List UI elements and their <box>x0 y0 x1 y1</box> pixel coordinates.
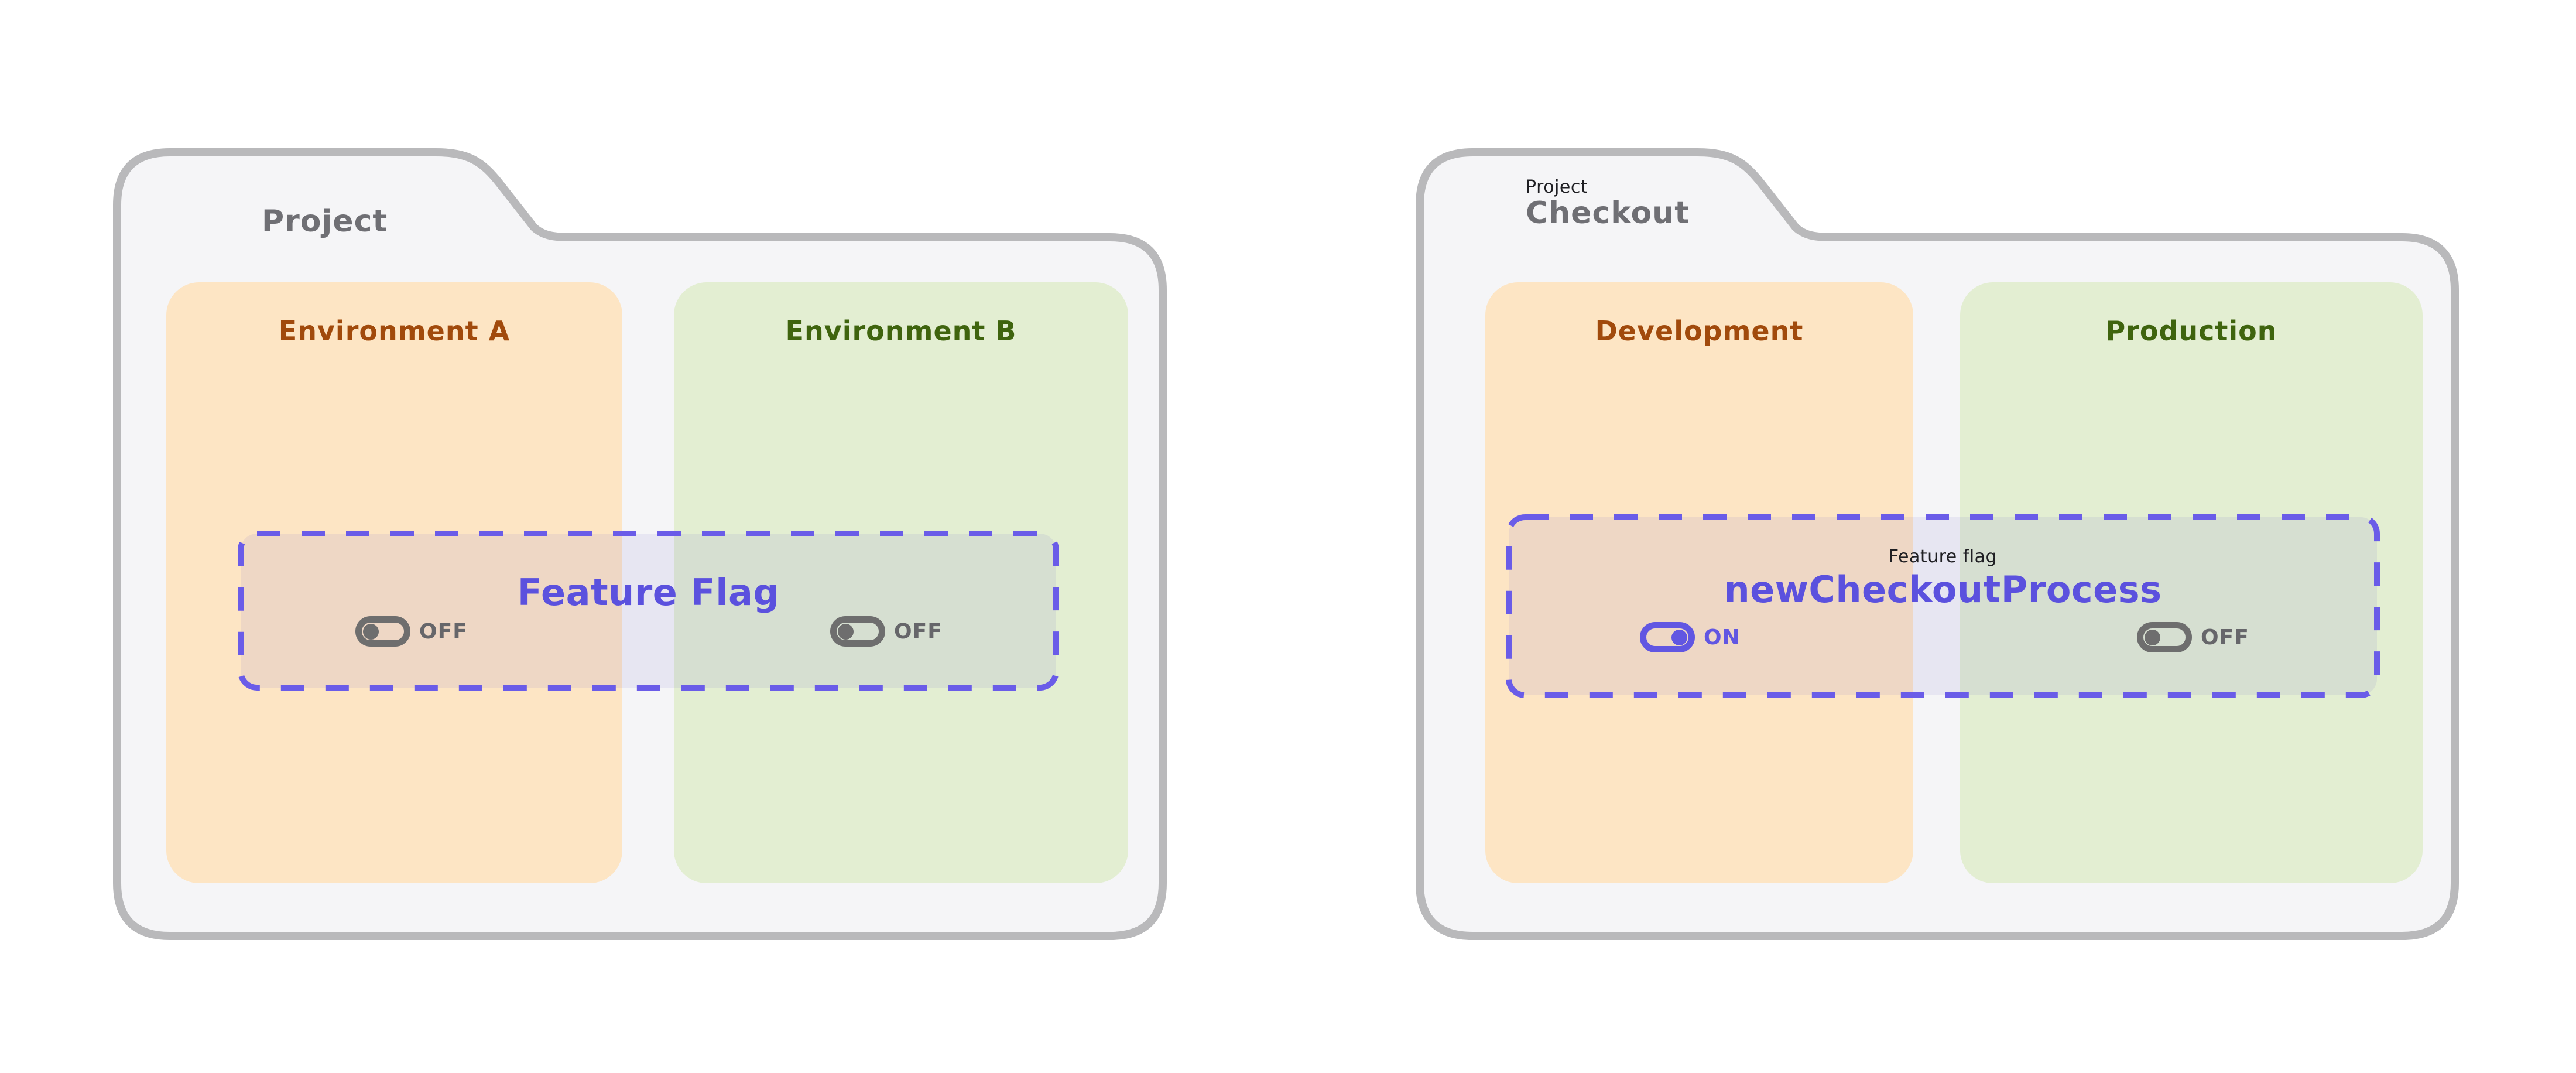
toggle-pill <box>830 616 885 647</box>
feature-flag-box: Feature Flag OFF OFF <box>237 530 1060 691</box>
feature-flag-name: newCheckoutProcess <box>1724 568 2162 611</box>
toggle-knob <box>363 623 379 640</box>
dashed-border <box>238 531 1059 691</box>
toggle-state-label: OFF <box>894 619 943 644</box>
env-panel-production: Production <box>1960 282 2423 883</box>
folder-eyebrow: Project <box>1526 177 1588 197</box>
toggle-pill <box>355 616 410 647</box>
env-heading: Development <box>1595 315 1804 347</box>
folder-title: Checkout <box>1526 196 1690 231</box>
folder-project: Project Environment A Environment B Feat… <box>109 144 1171 943</box>
env-heading: Environment A <box>278 315 511 347</box>
toggle-knob <box>838 623 854 640</box>
toggle-environment-a[interactable]: OFF <box>355 616 468 647</box>
env-panel-development: Development <box>1485 282 1913 883</box>
feature-flag-label: Feature flag <box>1888 546 1998 567</box>
toggle-environment-b[interactable]: OFF <box>830 616 943 647</box>
feature-flag-box: Feature flag newCheckoutProcess ON OFF <box>1505 514 2380 699</box>
toggle-state-label: ON <box>1704 625 1741 650</box>
env-heading: Environment B <box>785 315 1017 347</box>
toggle-state-label: OFF <box>2201 625 2249 650</box>
toggle-state-label: OFF <box>419 619 468 644</box>
env-panel-environment-a: Environment A <box>166 282 622 883</box>
toggle-pill <box>1640 622 1695 652</box>
folder-title: Project <box>262 204 388 239</box>
toggle-knob <box>2145 629 2160 645</box>
env-panel-environment-b: Environment B <box>674 282 1128 883</box>
feature-flag-name: Feature Flag <box>517 571 780 614</box>
toggle-pill <box>2137 622 2192 652</box>
folder-checkout: Project Checkout Development Production … <box>1412 144 2465 943</box>
toggle-knob <box>1671 629 1687 645</box>
toggle-development[interactable]: ON <box>1640 622 1741 652</box>
env-heading: Production <box>2105 315 2277 347</box>
toggle-production[interactable]: OFF <box>2137 622 2249 652</box>
